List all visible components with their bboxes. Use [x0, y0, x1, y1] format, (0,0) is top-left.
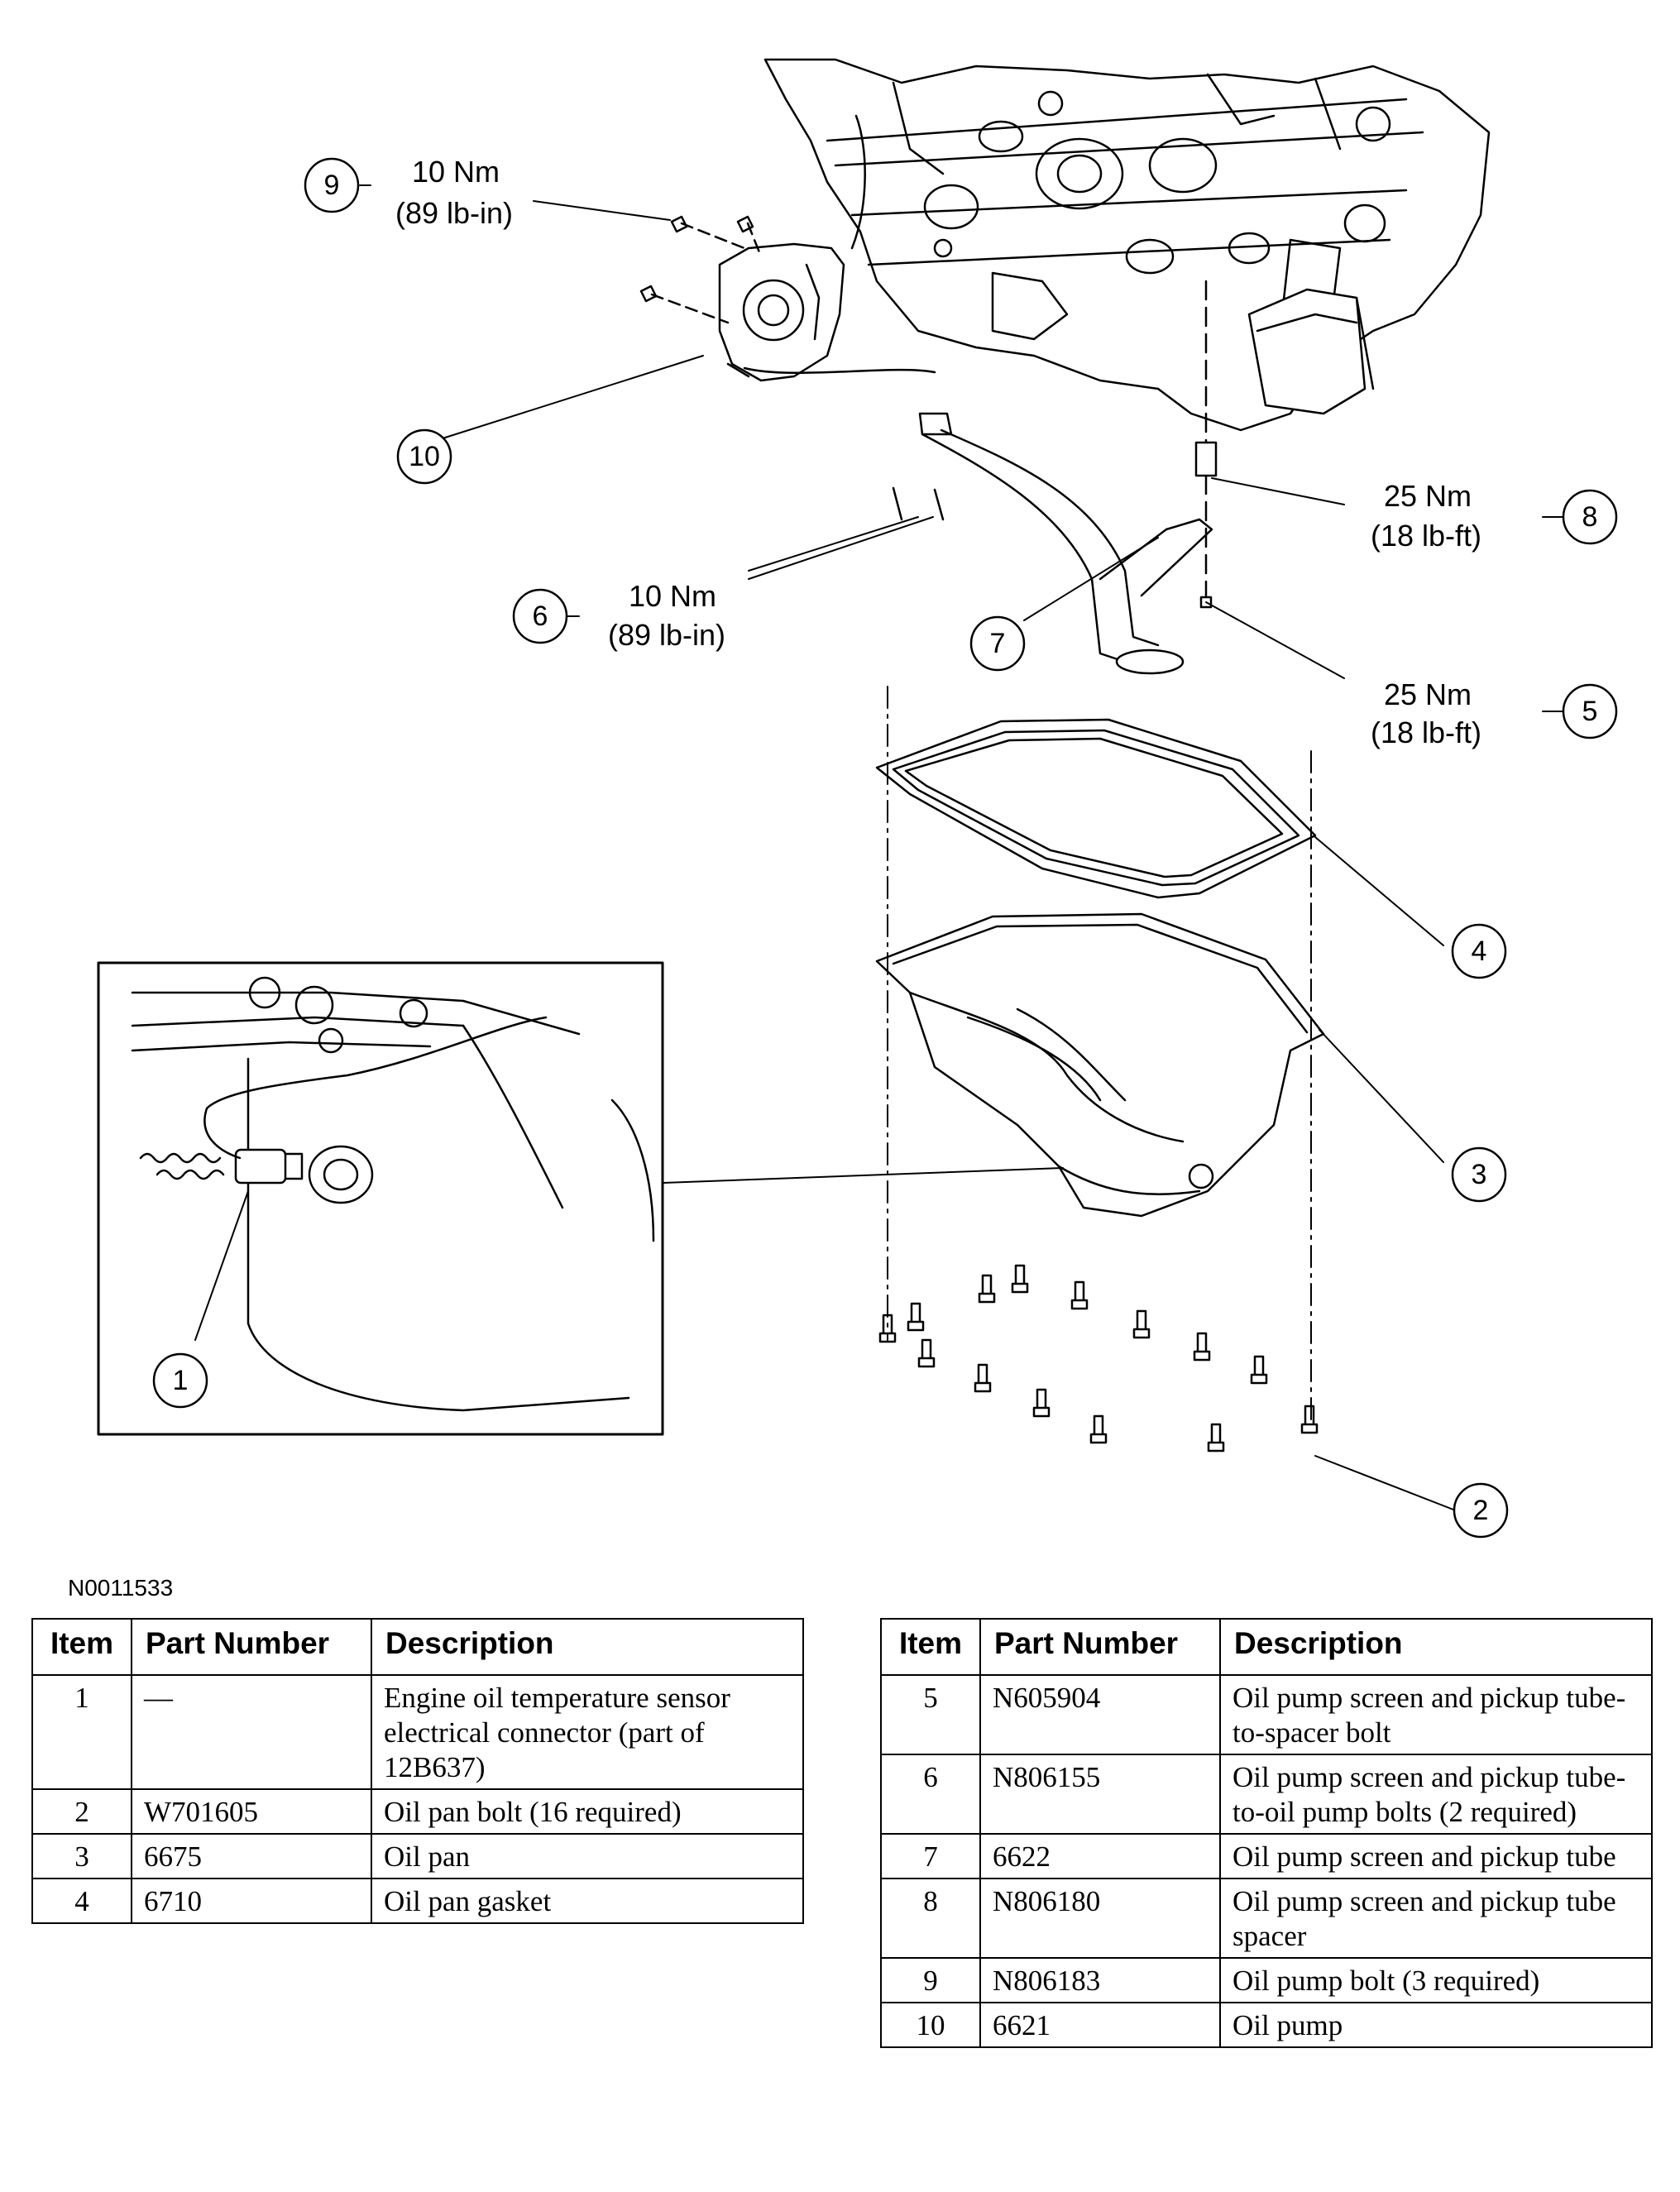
oil-pump-drawing	[718, 114, 936, 382]
oil-pan-gasket-drawing	[875, 718, 1317, 899]
oil-pump-bolts-drawing	[639, 215, 763, 324]
part-number: 6710	[131, 1878, 372, 1924]
part-description: Oil pump bolt (3 required)	[1219, 1957, 1653, 2003]
table-row: 8 N806180 Oil pump screen and pickup tub…	[880, 1878, 1653, 1959]
parts-table-left: Item Part Number Description 1 — Engine …	[31, 1618, 804, 1924]
column-header-item: Item	[880, 1618, 981, 1676]
callout-10: 10	[409, 441, 440, 472]
table-row: 5 N605904 Oil pump screen and pickup tub…	[880, 1674, 1653, 1755]
torque-6-metric: 10 Nm	[629, 579, 716, 613]
torque-5-metric: 25 Nm	[1384, 677, 1472, 711]
table-header-row: Item Part Number Description	[31, 1618, 804, 1676]
table-row: 7 6622 Oil pump screen and pickup tube	[880, 1833, 1653, 1879]
item-number: 5	[880, 1674, 981, 1755]
callout-6: 6	[533, 601, 548, 632]
table-row: 1 — Engine oil temperature sensor electr…	[31, 1674, 804, 1790]
callout-2: 2	[1473, 1495, 1489, 1526]
torque-9-metric: 10 Nm	[412, 155, 500, 189]
table-row: 9 N806183 Oil pump bolt (3 required)	[880, 1957, 1653, 2003]
sensor-detail-inset	[97, 961, 664, 1436]
part-description: Engine oil temperature sensor electrical…	[371, 1674, 804, 1790]
item-number: 6	[880, 1754, 981, 1835]
callout-8: 8	[1582, 501, 1598, 533]
table-row: 6 N806155 Oil pump screen and pickup tub…	[880, 1754, 1653, 1835]
callout-1: 1	[173, 1365, 189, 1396]
callout-3: 3	[1472, 1159, 1487, 1190]
column-header-description: Description	[371, 1618, 804, 1676]
part-number: 6621	[979, 2002, 1221, 2048]
leader-lines	[194, 184, 1564, 1510]
part-number: N605904	[979, 1674, 1221, 1755]
figure-id: N0011533	[68, 1575, 174, 1601]
callout-7: 7	[990, 628, 1006, 659]
part-description: Oil pan bolt (16 required)	[371, 1788, 804, 1835]
column-header-item: Item	[31, 1618, 132, 1676]
table-row: 3 6675 Oil pan	[31, 1833, 804, 1879]
part-number: 6622	[979, 1833, 1221, 1879]
table-row: 10 6621 Oil pump	[880, 2002, 1653, 2048]
item-number: 9	[880, 1957, 981, 2003]
part-description: Oil pan gasket	[371, 1878, 804, 1924]
part-number: N806183	[979, 1957, 1221, 2003]
callout-5: 5	[1582, 696, 1598, 727]
part-description: Oil pump screen and pickup tube	[1219, 1833, 1653, 1879]
part-description: Oil pan	[371, 1833, 804, 1879]
callout-4: 4	[1472, 936, 1487, 967]
sensor-detail-drawing	[131, 976, 655, 1412]
column-header-part-number: Part Number	[979, 1618, 1221, 1676]
callout-9: 9	[324, 170, 340, 201]
item-number: 8	[880, 1878, 981, 1959]
item-number: 3	[31, 1833, 132, 1879]
item-number: 2	[31, 1788, 132, 1835]
oil-pan-drawing	[875, 912, 1325, 1218]
torque-8-metric: 25 Nm	[1384, 479, 1472, 513]
item-number: 10	[880, 2002, 981, 2048]
item-number: 1	[31, 1674, 132, 1790]
engine-block-drawing	[763, 58, 1491, 432]
table-row: 4 6710 Oil pan gasket	[31, 1878, 804, 1924]
item-number: 4	[31, 1878, 132, 1924]
part-description: Oil pump screen and pickup tube spacer	[1219, 1878, 1653, 1959]
part-number: 6675	[131, 1833, 372, 1879]
part-description: Oil pump	[1219, 2002, 1653, 2048]
item-number: 7	[880, 1833, 981, 1879]
torque-5-imperial: (18 lb-ft)	[1371, 716, 1481, 749]
column-header-part-number: Part Number	[131, 1618, 372, 1676]
column-header-description: Description	[1219, 1618, 1653, 1676]
torque-8-imperial: (18 lb-ft)	[1371, 519, 1481, 553]
oil-pan-bolts-drawing	[878, 1264, 1319, 1453]
pickup-tube-drawing	[892, 280, 1218, 675]
part-number: W701605	[131, 1788, 372, 1835]
part-number: —	[131, 1674, 372, 1790]
part-description: Oil pump screen and pickup tube-to-oil p…	[1219, 1754, 1653, 1835]
callout-circles	[152, 157, 1618, 1539]
table-row: 2 W701605 Oil pan bolt (16 required)	[31, 1788, 804, 1835]
part-number: N806180	[979, 1878, 1221, 1959]
torque-6-imperial: (89 lb-in)	[608, 618, 725, 652]
exploded-view-illustration: 9 10 8 6 7 5 4 3 2 1 10 Nm (89 lb-in) 25…	[97, 58, 1618, 1539]
parts-table-right: Item Part Number Description 5 N605904 O…	[880, 1618, 1653, 2048]
part-description: Oil pump screen and pickup tube-to-space…	[1219, 1674, 1653, 1755]
table-header-row: Item Part Number Description	[880, 1618, 1653, 1676]
torque-9-imperial: (89 lb-in)	[395, 196, 513, 230]
part-number: N806155	[979, 1754, 1221, 1835]
